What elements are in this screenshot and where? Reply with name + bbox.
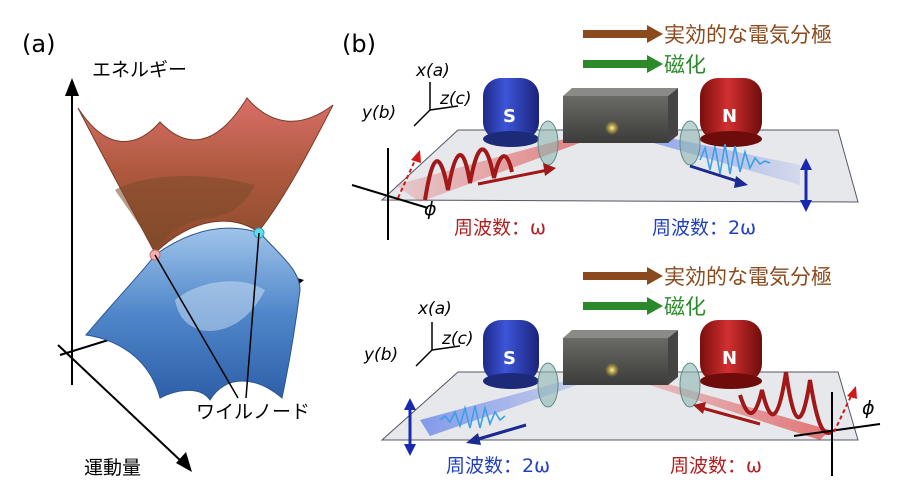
panel-a: (a) エネルギー 運動量 ワイルノード xyxy=(22,30,334,479)
weyl-callout-line-2 xyxy=(245,232,260,399)
legend-polarization-bottom: 実効的な電気分極 xyxy=(583,265,832,289)
blue-arrowhead-top xyxy=(734,176,748,188)
weyl-node-label: ワイルノード xyxy=(196,401,310,423)
scene-top: 実効的な電気分極 磁化 x(a) z(c) y(b) xyxy=(351,23,859,240)
freq-fundamental-bottom: 周波数：ω xyxy=(670,455,762,477)
crystal-top xyxy=(563,88,678,143)
crystal-bottom xyxy=(563,330,678,385)
red-wave-bottom xyxy=(738,371,833,435)
phi-dashed-arrowhead-top xyxy=(411,150,421,163)
blue-polarization-arrowhead-up-top xyxy=(800,158,812,170)
phi-dashed-arrowhead-bottom xyxy=(847,386,857,399)
energy-axis-label: エネルギー xyxy=(92,59,187,81)
legend-magnetization-label-bottom: 磁化 xyxy=(664,295,706,319)
axis-x-label-bottom: x(a) xyxy=(417,299,452,319)
magnet-n-label-top: N xyxy=(722,106,737,127)
axis-z-label-bottom: z(c) xyxy=(441,329,474,349)
axis-y-label-top: y(b) xyxy=(361,103,396,123)
scene-bottom: 実効的な電気分極 磁化 x(a) z(c) y(b) xyxy=(363,265,881,477)
freq-second-top: 周波数：2ω xyxy=(652,217,756,239)
blue-arrow-top xyxy=(689,164,741,184)
magnet-n-top xyxy=(700,78,762,147)
lens-left-top xyxy=(537,120,559,166)
energy-axis-arrowhead xyxy=(65,78,79,96)
magnet-s-label-bottom: S xyxy=(503,348,516,369)
legend-magnetization-top: 磁化 xyxy=(583,53,706,77)
magnet-n-bottom xyxy=(700,320,762,389)
red-wave-top xyxy=(423,147,514,201)
lens-left-bottom xyxy=(537,362,559,408)
axis-x-label-top: x(a) xyxy=(415,61,450,81)
red-arrowhead-bottom xyxy=(693,402,706,414)
focal-spot-bottom xyxy=(605,363,619,377)
magnet-s-bottom xyxy=(483,320,539,389)
lens-right-top xyxy=(679,120,701,166)
focal-spot-top xyxy=(605,121,619,135)
sample-stage-bottom xyxy=(380,371,859,441)
momentum-axis-arrowhead xyxy=(176,452,192,472)
legend-magnetization-bottom: 磁化 xyxy=(583,295,706,319)
momentum-axis-label: 運動量 xyxy=(84,457,141,479)
upper-band-surface xyxy=(77,97,334,254)
momentum-axis-line xyxy=(57,344,183,463)
panel-b: (b) 実効的な電気分極 磁化 x(a) z(c) y(b) xyxy=(342,23,881,477)
axes-triad-top xyxy=(413,82,459,127)
lens-right-bottom xyxy=(679,362,701,408)
phi-dashed-arrow-bottom xyxy=(833,393,853,433)
legend-polarization-label-bottom: 実効的な電気分極 xyxy=(664,265,832,289)
red-arrow-bottom xyxy=(701,406,761,426)
magnet-n-label-bottom: N xyxy=(722,348,737,369)
legend-polarization-top: 実効的な電気分極 xyxy=(583,23,832,47)
blue-wave-bottom xyxy=(439,404,506,429)
blue-polarization-arrowhead-down-top xyxy=(800,200,812,212)
legend-magnetization-label: 磁化 xyxy=(664,53,706,77)
weyl-callout-line-1 xyxy=(154,254,239,399)
legend-polarization-label: 実効的な電気分極 xyxy=(664,23,832,47)
upper-band-shading xyxy=(115,175,255,250)
lower-band-highlight xyxy=(175,281,265,331)
blue-arrow-bottom xyxy=(474,423,527,442)
axis-y-label-bottom: y(b) xyxy=(363,345,398,365)
phi-dashed-arrow-top xyxy=(397,157,417,199)
polarizer-axis-h-top xyxy=(351,184,429,209)
magnet-s-label-top: S xyxy=(503,106,516,127)
blue-polarization-arrowhead-up-bottom xyxy=(404,398,416,410)
magnet-s-top xyxy=(483,78,539,147)
phi-label-top: ϕ xyxy=(424,198,437,220)
freq-second-bottom: 周波数：2ω xyxy=(446,455,550,477)
panel-a-label: (a) xyxy=(22,30,55,58)
panel-b-label: (b) xyxy=(342,30,376,58)
red-arrowhead-top xyxy=(543,163,556,176)
axis-z-label-top: z(c) xyxy=(439,89,472,109)
red-beam-bottom xyxy=(612,368,830,440)
blue-polarization-arrowhead-down-bottom xyxy=(404,444,416,456)
phi-label-bottom: ϕ xyxy=(862,397,875,419)
axes-triad-bottom xyxy=(415,322,461,367)
blue-arrowhead-bottom xyxy=(466,433,481,445)
polarizer-axis-h-bottom xyxy=(793,423,881,437)
blue-wave-top xyxy=(699,143,771,175)
red-arrow-top xyxy=(477,168,549,186)
freq-fundamental-top: 周波数：ω xyxy=(454,217,546,239)
